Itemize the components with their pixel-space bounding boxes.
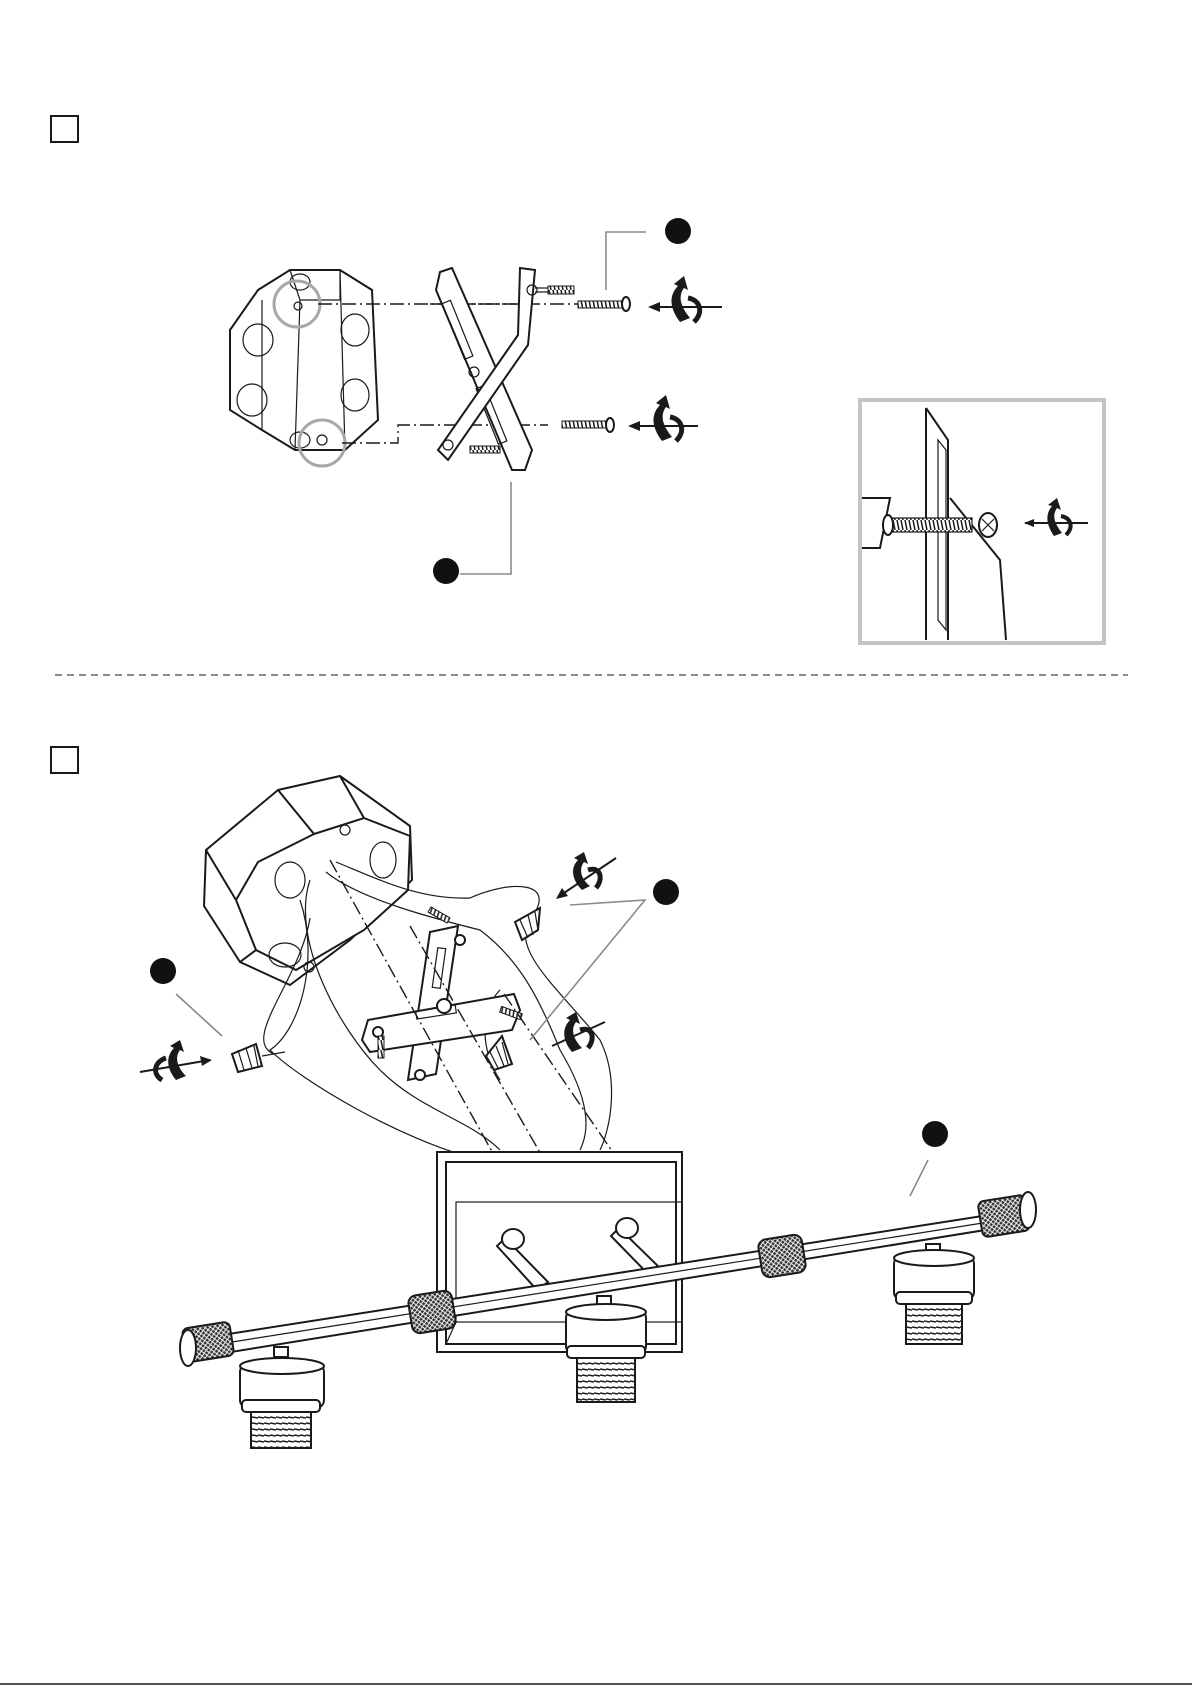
junction-box-a [230,270,378,450]
leader-wire-nut-left [176,994,222,1036]
knurled-coupler-1 [407,1290,456,1334]
callout-mounting-strap [433,558,459,584]
detail-inset [860,400,1104,643]
rotate-clockwise-arrow-icon [648,276,722,322]
leader-wire-nuts-right [530,900,645,1040]
callout-wire-nuts-right [653,879,679,905]
screw-top [578,297,630,311]
wire-nut-right-bottom [486,1036,512,1070]
leader-screws [606,232,646,290]
knurled-end-cap-left [180,1321,234,1366]
rotate-clockwise-arrow-icon [552,1012,605,1052]
step-b-number-box [51,747,78,773]
wire-nut-left [232,1044,285,1072]
step-a-number-box [51,116,78,142]
callout-fixture-bar [922,1121,948,1147]
knurled-end-cap-right [977,1192,1036,1238]
screw-bottom [562,418,614,432]
step-b-panel [51,747,1036,1448]
rotate-clockwise-arrow-icon [556,852,616,899]
rotate-clockwise-arrow-icon [628,395,698,441]
mounting-strap [436,268,574,470]
rotate-clockwise-arrow-icon [140,1040,212,1080]
wire-nut-right-top [515,908,540,940]
step-a-panel [51,116,1104,643]
leader-fixture-bar [910,1160,928,1196]
socket-left [240,1347,324,1448]
leader-mounting-strap [460,482,511,574]
socket-right [894,1244,974,1344]
socket-middle [566,1296,646,1402]
knurled-coupler-2 [757,1234,806,1278]
callout-screws-top [665,218,691,244]
callout-wire-nut-left [150,958,176,984]
